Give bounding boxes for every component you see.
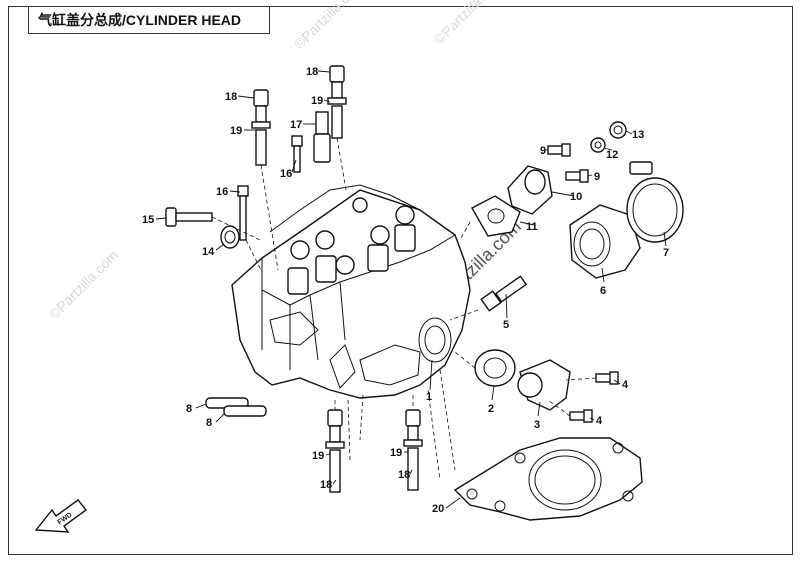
thermostat-housing-3: [517, 359, 571, 411]
callout-6: 6: [600, 285, 606, 297]
assembly-guide-lines: [211, 137, 597, 481]
thermostat-2: [474, 349, 516, 387]
callout-7: 7: [663, 247, 669, 259]
callout-10: 10: [570, 191, 582, 203]
bolt-18-top-right: [327, 65, 347, 139]
title-box: [28, 6, 270, 34]
clamp-7: [626, 161, 684, 243]
callout-5: 5: [503, 319, 509, 331]
leader-lines: [155, 70, 667, 509]
washer-12: [590, 137, 606, 153]
callout-12: 12: [606, 149, 618, 161]
plug-13: [609, 121, 627, 139]
callout-8: 8: [206, 417, 212, 429]
fwd-arrow-icon: FWD: [34, 499, 88, 533]
bolt-9-upper: [547, 143, 571, 157]
callout-3: 3: [534, 419, 540, 431]
callout-19: 19: [390, 447, 402, 459]
callout-19: 19: [230, 125, 242, 137]
bolt-18-bottom-left: [325, 409, 345, 493]
temp-sensor-5: [480, 275, 528, 312]
callout-2: 2: [488, 403, 494, 415]
spark-plug-17: [313, 111, 331, 163]
callout-19: 19: [311, 95, 323, 107]
bolt-15: [165, 207, 213, 227]
callout-19: 19: [312, 450, 324, 462]
callout-8: 8: [186, 403, 192, 415]
callout-18: 18: [225, 91, 237, 103]
diagram-frame: [8, 6, 793, 555]
cylinder-head-body: [231, 184, 471, 399]
seal-14: [220, 225, 240, 249]
callout-4: 4: [622, 379, 629, 391]
callout-17: 17: [290, 119, 302, 131]
diagram-title: 气缸盖分总成/CYLINDER HEAD: [38, 12, 242, 28]
watermark-left: ©Partzilla.com: [46, 247, 121, 322]
bolt-18-top-left: [251, 89, 271, 166]
callout-13: 13: [632, 129, 644, 141]
dowel-pin-8-lower: [223, 405, 267, 417]
callout-14: 14: [202, 246, 215, 258]
bolt-18-bottom-right: [403, 409, 423, 491]
callout-18: 18: [320, 479, 332, 491]
callout-9: 9: [594, 171, 600, 183]
bolt-9-lower: [565, 169, 589, 183]
callout-labels: 18 19 18 19 17 16 16 15 14 8 8 19 18 19 …: [142, 66, 669, 515]
intake-boot-6: [569, 204, 641, 279]
bolt-4-lower: [569, 409, 593, 423]
callout-4: 4: [596, 415, 603, 427]
callout-15: 15: [142, 214, 154, 226]
head-gasket-20: [453, 437, 643, 521]
callout-18: 18: [398, 469, 410, 481]
bolt-4-upper: [595, 371, 619, 385]
tensioner-10: [507, 165, 553, 215]
bolt-16-side: [237, 185, 249, 241]
watermark-top-center: ©Partzilla.com: [291, 0, 366, 52]
callout-16: 16: [280, 168, 292, 180]
stud-16: [291, 135, 303, 173]
gasket-11: [471, 195, 521, 237]
callout-11: 11: [526, 221, 538, 233]
callout-18: 18: [306, 66, 318, 78]
callout-20: 20: [432, 503, 444, 515]
callout-9: 9: [540, 145, 546, 157]
watermark-top-right: ©Partzilla.com: [431, 0, 506, 47]
callout-16: 16: [216, 186, 228, 198]
callout-1: 1: [426, 391, 432, 403]
